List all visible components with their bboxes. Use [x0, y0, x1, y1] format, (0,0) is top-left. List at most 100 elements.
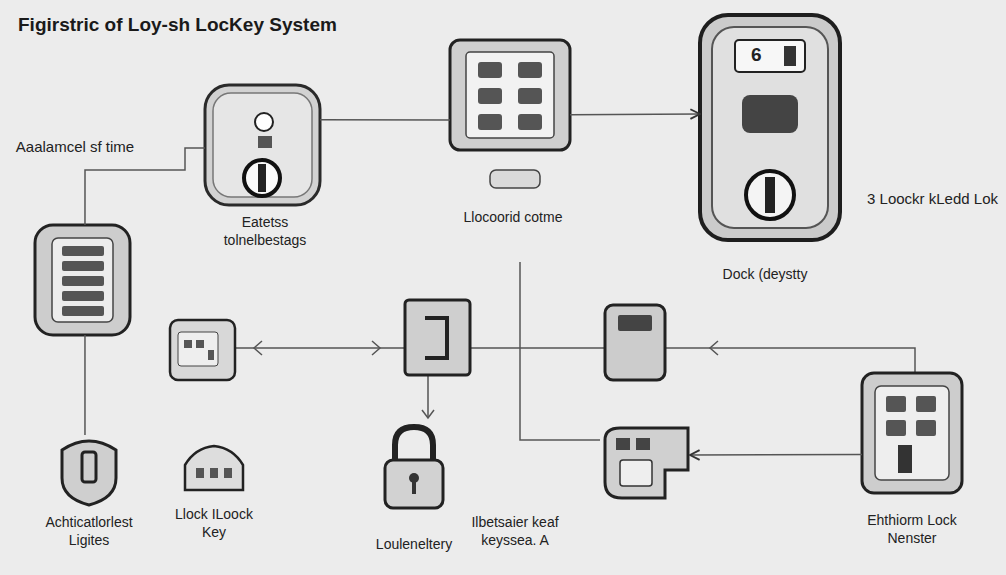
wall-keypad-part: [62, 261, 104, 271]
key-reader-part: [605, 428, 688, 498]
bracket-box-part: [425, 318, 447, 358]
shield-lock-part: [82, 452, 96, 482]
deadbolt-lock-part: [258, 136, 272, 148]
reader-device-part: [184, 340, 192, 348]
keypad-unit-part: [478, 114, 502, 130]
deadbolt-lock-part: [258, 164, 266, 192]
device-node: Aaalamcel sf time: [35, 225, 130, 335]
device-label: Aaalamcel sf time: [16, 137, 134, 157]
keypad-unit-part: [518, 114, 542, 130]
device-label: Llocoorid cotme: [464, 208, 563, 226]
reader-device-part: [170, 320, 235, 380]
connector: [320, 119, 450, 121]
device-node: Eatetss tolnelbestags: [205, 85, 320, 205]
shield-lock-part: [62, 441, 116, 505]
key-fob-part: [224, 468, 232, 478]
device-node: Llocoorid cotme: [450, 40, 570, 150]
key-fob-part: [210, 468, 218, 478]
reader-device-part: [196, 340, 204, 348]
wall-keypad-part: [62, 306, 104, 316]
diagram-title: Figirstric of Loy-sh LocKey System: [18, 14, 337, 36]
keypad-unit-part: [466, 52, 554, 138]
wire: [235, 262, 915, 440]
keypad-unit-part: [518, 88, 542, 104]
reader-device-part: [178, 332, 218, 366]
smart-lock-part: [765, 177, 775, 213]
connector: [85, 148, 205, 225]
keypad-unit-part: [490, 170, 540, 188]
access-panel-part: [875, 386, 949, 480]
bracket-box-part: [405, 300, 470, 375]
wire-part: [710, 341, 718, 355]
smart-lock-part: [712, 27, 828, 228]
deadbolt-lock-part: [255, 113, 273, 131]
device-label: Dock (deystty: [723, 265, 808, 283]
deadbolt-lock-part: [205, 85, 320, 205]
deadbolt-lock-part: [244, 160, 280, 196]
access-panel-part: [862, 373, 962, 493]
wall-keypad: [35, 225, 130, 335]
access-panel: [862, 373, 962, 493]
wire-part: [470, 347, 605, 349]
wire-part: [665, 348, 915, 373]
keypad-unit-part: [478, 62, 502, 78]
key-reader: [605, 428, 688, 498]
wall-keypad-part: [62, 246, 104, 256]
connector: [570, 113, 700, 115]
bracket-box: [405, 300, 470, 375]
access-panel-part: [886, 396, 906, 412]
key-fob: [185, 446, 243, 490]
device-label: Louleneltery: [376, 535, 452, 553]
card-slot-box: [605, 305, 665, 380]
free-label: 3 Loockr kLedd Lok: [867, 190, 998, 207]
device-node: Ehthiorm Lock Nenster: [862, 373, 962, 493]
device-label: Achticatlorlest Ligites: [32, 513, 147, 549]
reader-device: [170, 320, 235, 380]
device-label: Eatetss tolnelbestags: [208, 213, 323, 249]
key-fob-part: [185, 446, 243, 490]
keypad-unit-part: [518, 62, 542, 78]
smart-lock-part: [735, 40, 805, 72]
wall-keypad-part: [35, 225, 130, 335]
access-panel-part: [916, 396, 936, 412]
padlock-part: [412, 480, 416, 494]
padlock: [385, 427, 443, 508]
keypad-unit: [450, 40, 570, 188]
reader-device-part: [208, 350, 214, 360]
keypad-unit-part: [450, 40, 570, 150]
key-reader-part: [620, 460, 652, 486]
padlock-part: [385, 460, 443, 508]
wire-part: [422, 410, 434, 418]
device-label: Ilbetsaier keaf keyssea. A: [459, 513, 571, 549]
smart-lock: [700, 15, 840, 240]
key-fob-part: [196, 468, 204, 478]
smart-lock-part: [784, 46, 796, 66]
shield-lock: [62, 441, 116, 505]
wall-keypad-part: [62, 276, 104, 286]
keypad-unit-part: [478, 88, 502, 104]
key-reader-part: [636, 438, 650, 450]
device-node: Ilbetsaier keaf keyssea. A: [600, 425, 690, 500]
device-label: Llock ILoock Key: [172, 505, 256, 541]
wire-part: [254, 341, 262, 355]
device-node: Achticatlorlest Ligites: [58, 435, 120, 505]
card-slot-box-part: [618, 315, 652, 331]
access-panel-part: [916, 420, 936, 436]
deadbolt-lock: [205, 85, 320, 205]
deadbolt-lock-part: [213, 93, 312, 197]
key-reader-part: [616, 438, 630, 450]
access-panel-part: [898, 445, 912, 473]
card-slot-box-part: [605, 305, 665, 380]
device-node: Dock (deystty: [700, 15, 840, 240]
wall-keypad-part: [62, 291, 104, 301]
wire-part: [372, 341, 380, 355]
connector: [84, 335, 86, 435]
connector: [690, 454, 862, 456]
smart-lock-part: [700, 15, 840, 240]
smart-lock-part: [746, 171, 794, 219]
wire-part: [427, 375, 429, 418]
device-node: Louleneltery: [383, 425, 445, 510]
